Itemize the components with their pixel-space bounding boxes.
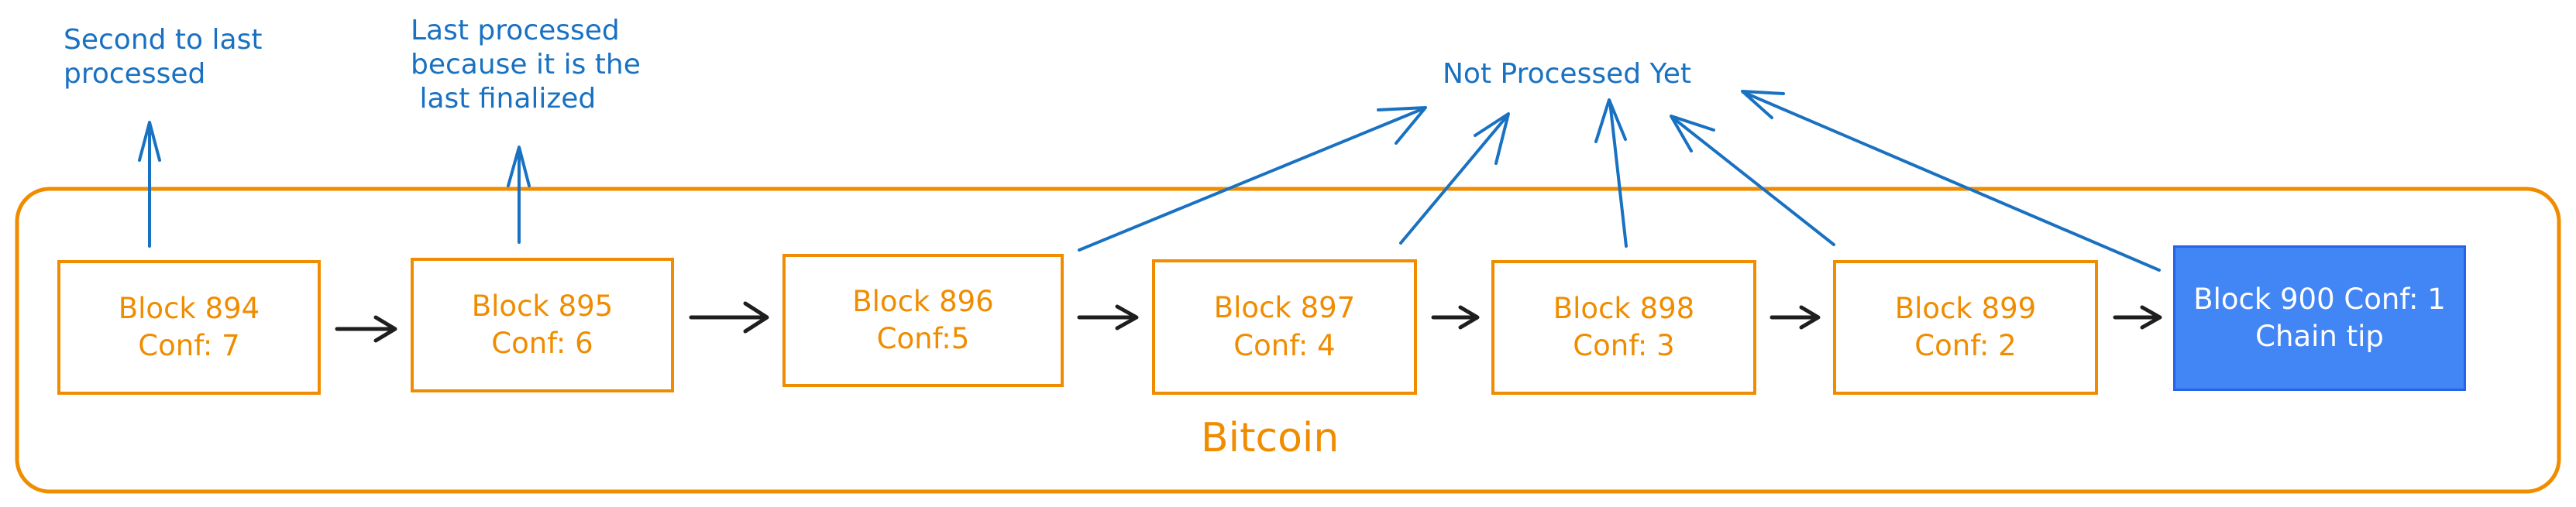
arrow-900-to-not-processed: [1741, 90, 2161, 272]
arrow-897-to-not-processed: [1399, 112, 1510, 245]
annotation-line: last finalized: [411, 82, 597, 115]
block-title: Block 897: [1213, 291, 1356, 325]
arrow-895-to-last-processed: [507, 146, 531, 244]
chain-arrow-897-898: [1431, 305, 1480, 330]
chain-tip-label: Chain tip: [2255, 320, 2384, 353]
block-confirmations: Conf:5: [876, 322, 970, 355]
arrow-898-to-not-processed: [1594, 98, 1628, 248]
block-900-chain-tip: Block 900 Conf: 1 Chain tip: [2173, 245, 2466, 391]
annotation-line: because it is the: [411, 48, 641, 81]
block-895: Block 895 Conf: 6: [411, 258, 674, 392]
block-899: Block 899 Conf: 2: [1833, 260, 2098, 395]
chain-arrow-894-895: [335, 315, 397, 343]
block-confirmations: Conf: 2: [1914, 329, 2017, 362]
arrow-899-to-not-processed: [1670, 115, 1835, 246]
block-title: Block 900 Conf: 1: [2193, 282, 2446, 316]
block-898: Block 898 Conf: 3: [1491, 260, 1756, 395]
annotation-line: Second to last: [64, 24, 263, 56]
arrow-896-to-not-processed: [1078, 106, 1427, 252]
block-title: Block 894: [118, 291, 260, 325]
block-confirmations: Conf: 4: [1233, 328, 1336, 362]
block-897: Block 897 Conf: 4: [1152, 259, 1417, 395]
chain-arrow-898-899: [1769, 305, 1821, 330]
chain-arrow-896-897: [1077, 304, 1139, 331]
chain-arrow-895-896: [689, 301, 769, 334]
block-title: Block 895: [471, 289, 614, 323]
annotation-line: Last processed: [411, 15, 620, 46]
bitcoin-container: [15, 187, 2561, 494]
block-title: Block 898: [1553, 291, 1695, 325]
annotation-second-to-last: Second to last processed: [64, 23, 262, 91]
arrow-894-to-second-to-last: [138, 121, 161, 248]
annotation-not-processed: Not Processed Yet: [1443, 58, 1691, 90]
container-label-bitcoin: Bitcoin: [1201, 415, 1340, 461]
annotation-last-processed: Last processed because it is the last fi…: [411, 14, 641, 116]
block-896: Block 896 Conf:5: [782, 254, 1064, 387]
annotation-line: processed: [64, 57, 206, 90]
chain-arrow-899-900: [2113, 305, 2162, 330]
block-title: Block 899: [1894, 291, 2037, 325]
block-title: Block 896: [852, 284, 994, 318]
block-confirmations: Conf: 3: [1573, 329, 1675, 362]
block-confirmations: Conf: 7: [138, 329, 240, 362]
block-confirmations: Conf: 6: [491, 327, 593, 360]
block-894: Block 894 Conf: 7: [57, 260, 321, 395]
